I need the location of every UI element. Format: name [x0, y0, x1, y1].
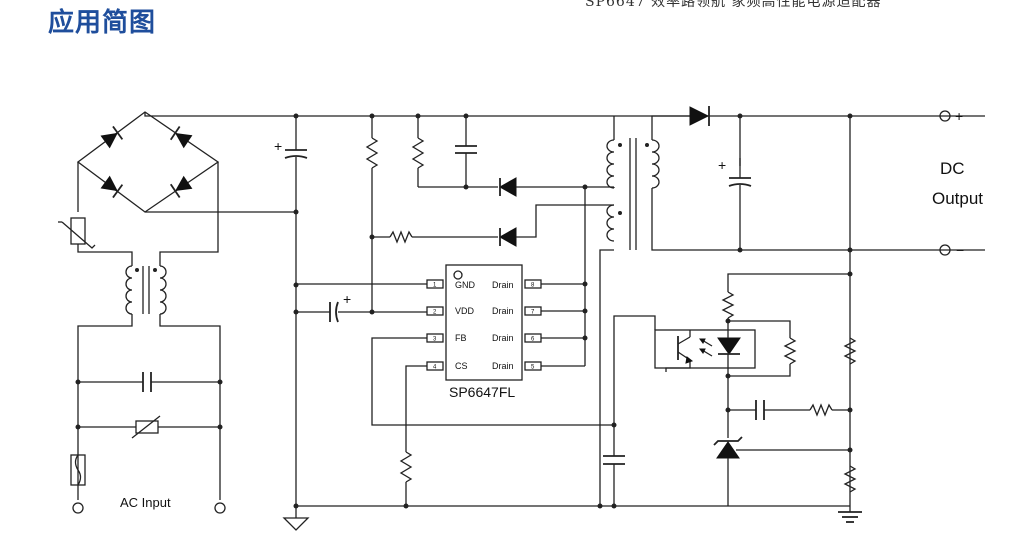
bridge-rectifier: [76, 111, 220, 213]
svg-text:7: 7: [531, 310, 535, 316]
svg-text:6: 6: [531, 337, 535, 343]
pin-label-drain-5: Drain: [492, 361, 514, 371]
svg-text:+: +: [274, 138, 282, 154]
svg-text:2: 2: [433, 310, 437, 316]
ntc-thermistor: [58, 217, 133, 266]
dc-output-label-2: Output: [932, 189, 983, 208]
optocoupler: [654, 329, 756, 372]
dc-output-minus-terminal[interactable]: [939, 244, 951, 256]
pin-label-drain-6: Drain: [492, 333, 514, 343]
primary-ground-icon: [282, 517, 310, 531]
pin-label-cs: CS: [455, 361, 468, 371]
secondary-ground-icon: [838, 511, 862, 523]
svg-text:8: 8: [531, 283, 535, 289]
svg-text:−: −: [956, 242, 964, 258]
pin-label-gnd: GND: [455, 280, 476, 290]
pin-label-vdd: VDD: [455, 306, 475, 316]
page-title: 应用简图: [48, 8, 157, 38]
rcd-snubber: [411, 116, 614, 197]
shunt-regulator: [713, 436, 850, 506]
sp6647fl-chip: 1 2 3 4 8 7 6 5 GND VDD FB CS Drain Drai…: [426, 264, 542, 400]
output-capacitor: +: [718, 116, 752, 250]
pin-label-fb: FB: [455, 333, 467, 343]
pin-label-drain-8: Drain: [492, 280, 514, 290]
varistor: [75, 415, 223, 439]
svg-text:1: 1: [433, 283, 437, 289]
ac-input-label: AC Input: [120, 495, 171, 510]
pin-label-drain-7: Drain: [492, 306, 514, 316]
x-capacitor: [75, 372, 223, 392]
ac-terminal-1[interactable]: [72, 502, 84, 514]
cut-off-header-text: SP6647 效率路领航 家频高性能电源适配器: [585, 0, 882, 10]
ac-terminal-2[interactable]: [214, 502, 226, 514]
fuse: [70, 454, 86, 486]
svg-text:+: +: [718, 157, 726, 173]
svg-text:+: +: [343, 291, 351, 307]
svg-text:4: 4: [433, 365, 437, 371]
dc-output-plus-terminal[interactable]: [939, 110, 951, 122]
bulk-capacitor: +: [274, 116, 308, 506]
svg-text:+: +: [955, 108, 963, 124]
aux-supply: [372, 204, 614, 506]
startup-resistor: [365, 116, 379, 312]
common-mode-choke: [77, 265, 221, 500]
flyback-transformer: [606, 115, 985, 251]
svg-text:3: 3: [433, 337, 437, 343]
chip-name: SP6647FL: [449, 384, 515, 400]
dc-output-label: DC: [940, 159, 965, 178]
svg-text:5: 5: [531, 365, 535, 371]
